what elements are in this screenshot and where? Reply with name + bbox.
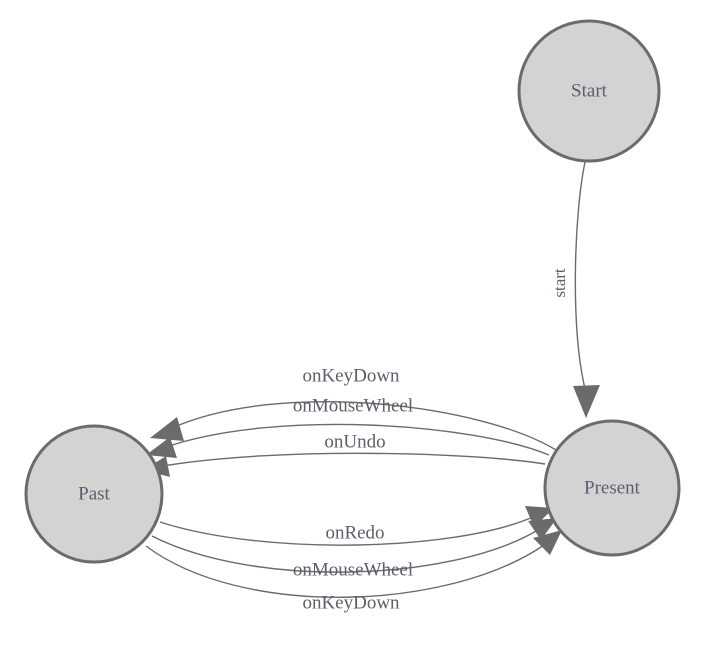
- node-present-circle[interactable]: [543, 419, 681, 557]
- node-past-circle[interactable]: [24, 424, 164, 564]
- edge-path: [151, 529, 539, 573]
- edge-path: [145, 544, 545, 598]
- nodes-layer: Start Present Past: [24, 19, 681, 564]
- edge-past-to-present-onkeydown[interactable]: onKeyDown: [145, 530, 562, 613]
- edge-label-onredo: onRedo: [325, 522, 384, 543]
- node-present[interactable]: Present: [543, 419, 681, 557]
- edge-label-onmousewheel-bottom: onMouseWheel: [293, 559, 413, 580]
- edge-present-to-past-onmousewheel[interactable]: onMouseWheel: [146, 395, 550, 458]
- node-past-label: Past: [78, 483, 110, 504]
- arrowhead-icon: [528, 518, 557, 540]
- edge-label-onundo: onUndo: [324, 431, 385, 452]
- edge-path: [171, 401, 557, 451]
- node-start-circle[interactable]: [517, 19, 661, 163]
- edge-path: [574, 161, 587, 394]
- node-past[interactable]: Past: [24, 424, 164, 564]
- arrowhead-icon: [533, 530, 562, 555]
- edge-path: [159, 516, 534, 546]
- edge-label-onkeydown-bottom: onKeyDown: [302, 592, 400, 613]
- node-present-label: Present: [584, 477, 641, 498]
- edge-present-to-past-onkeydown[interactable]: onKeyDown: [150, 365, 557, 451]
- node-start[interactable]: Start: [517, 19, 661, 163]
- edges-layer: start onKeyDown onMouseWheel onUndo: [144, 161, 600, 613]
- node-start-label: Start: [571, 80, 608, 101]
- edge-label-start: start: [550, 268, 569, 298]
- edge-start-to-present[interactable]: start: [550, 161, 600, 418]
- arrowhead-icon: [146, 437, 177, 458]
- arrowhead-icon: [150, 417, 184, 441]
- edge-label-onmousewheel-top: onMouseWheel: [293, 395, 413, 416]
- edge-present-to-past-onundo[interactable]: onUndo: [144, 431, 546, 477]
- edge-past-to-present-onmousewheel[interactable]: onMouseWheel: [151, 518, 557, 580]
- edge-path: [162, 452, 546, 467]
- edge-past-to-present-onredo[interactable]: onRedo: [159, 506, 554, 546]
- arrowhead-icon: [573, 385, 600, 418]
- edge-label-onkeydown-top: onKeyDown: [302, 365, 400, 386]
- edge-path: [165, 423, 550, 456]
